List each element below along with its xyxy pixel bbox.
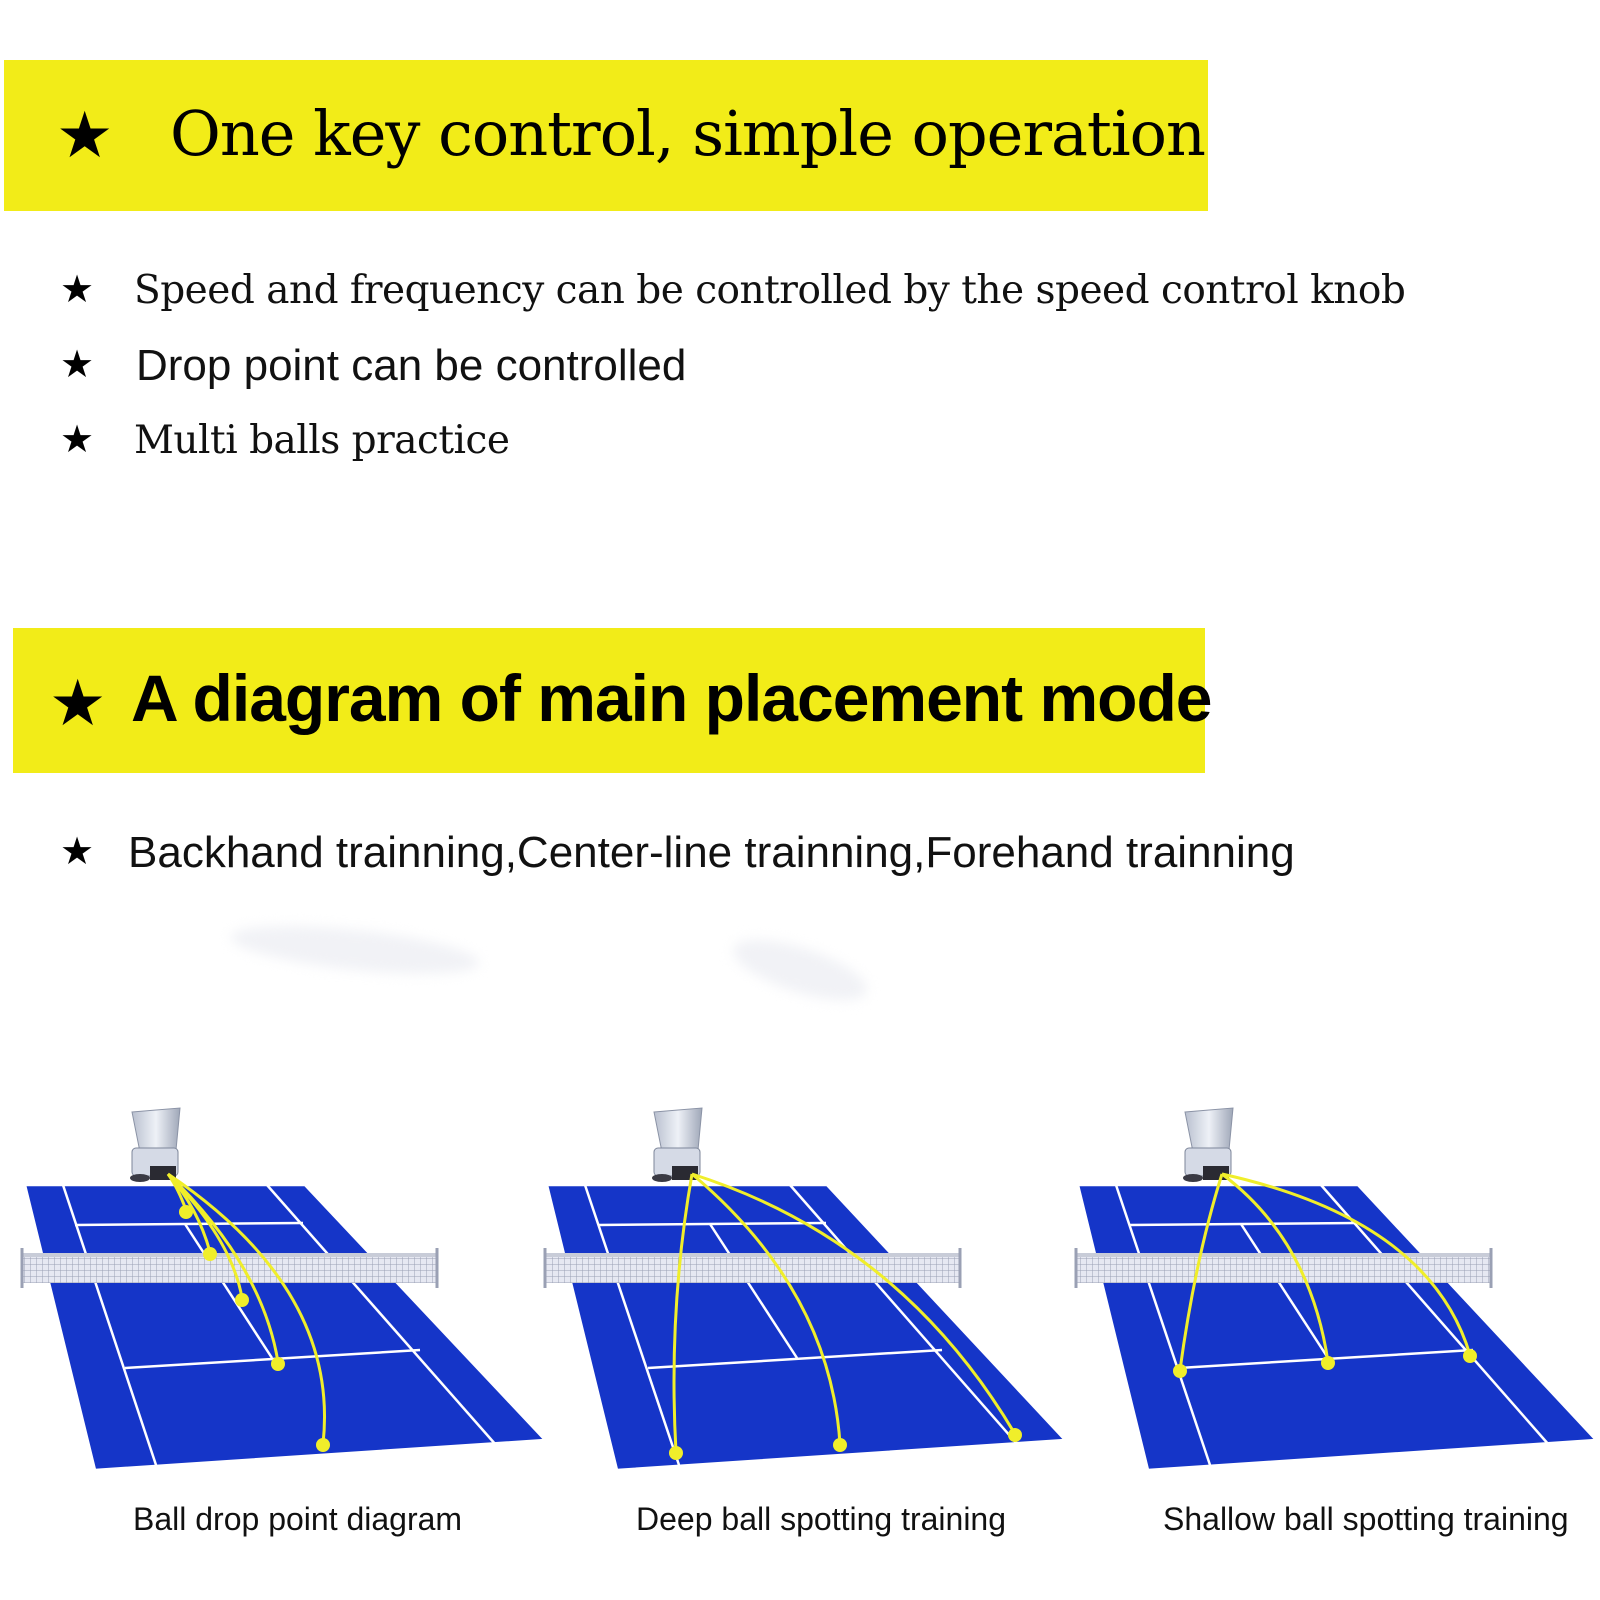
caption-shallow-ball: Shallow ball spotting training [1163,1501,1569,1537]
star-icon: ★ [60,267,95,311]
background-smudge [726,927,874,1013]
court-surface [547,1185,1065,1470]
ball-drop-points [179,1205,330,1452]
ball-machine-icon [1183,1107,1234,1182]
feature-text: Backhand trainning,Center-line trainning… [128,828,1295,877]
court-lines [545,1183,1068,1472]
court-lines [23,1183,548,1472]
tennis-net [20,1248,439,1288]
caption-ball-drop-point: Ball drop point diagram [133,1501,463,1537]
feature-text: Speed and frequency can be controlled by… [134,268,1406,313]
placement-diagram [20,1107,1599,1472]
tennis-net [1074,1248,1493,1288]
ball-machine-icon [652,1107,703,1182]
ball-trajectories [1178,1172,1472,1371]
court-surface [25,1185,545,1470]
ball-machine-icon [130,1107,181,1182]
banner-title: One key control, simple operation [170,97,1206,170]
star-icon: ★ [60,342,95,386]
background-smudge [228,917,482,983]
star-icon: ★ [60,829,95,873]
banner-title: A diagram of main placement mode [131,661,1212,735]
ball-drop-points [1173,1349,1477,1378]
star-icon: ★ [56,99,114,173]
header-banner-diagram: ★ A diagram of main placement mode [13,628,1212,773]
tennis-net [543,1248,962,1288]
star-icon: ★ [60,417,95,461]
caption-deep-ball: Deep ball spotting training [636,1501,1007,1537]
feature-text: Drop point can be controlled [136,341,687,390]
ball-trajectories [672,1172,1017,1453]
header-banner-controls: ★ One key control, simple operation [4,60,1208,211]
ball-drop-points [669,1428,1022,1460]
court-surface [1078,1185,1596,1470]
feature-text: Multi balls practice [134,418,510,463]
star-icon: ★ [49,667,107,741]
court-ball-drop-point [20,1107,548,1472]
court-shallow-ball [1074,1107,1599,1472]
court-deep-ball [543,1107,1068,1472]
